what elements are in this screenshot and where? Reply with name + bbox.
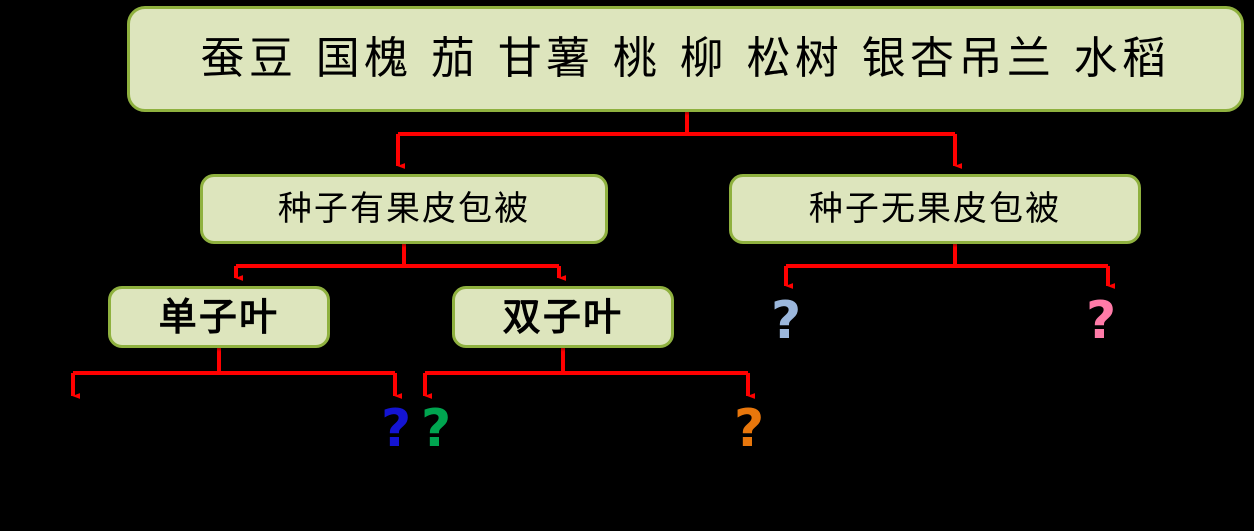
node-monocot[interactable]: 单子叶 xyxy=(108,286,330,348)
node-specimen-list[interactable]: 蚕豆 国槐 茄 甘薯 桃 柳 松树 银杏吊兰 水稻 xyxy=(127,6,1244,112)
node-dicot-label: 双子叶 xyxy=(502,294,624,339)
question-mark-placeholder-dicot-left[interactable]: ? xyxy=(421,399,452,459)
node-dicot[interactable]: 双子叶 xyxy=(452,286,674,348)
node-monocot-label: 单子叶 xyxy=(158,294,280,339)
node-seed-with-pericarp[interactable]: 种子有果皮包被 xyxy=(200,174,608,244)
node-specimen-list-label: 蚕豆 国槐 茄 甘薯 桃 柳 松树 银杏吊兰 水稻 xyxy=(200,33,1171,84)
question-mark-placeholder-monocot-right[interactable]: ? xyxy=(381,399,412,459)
node-seed-without-pericarp-label: 种子无果皮包被 xyxy=(808,189,1062,229)
node-seed-without-pericarp[interactable]: 种子无果皮包被 xyxy=(729,174,1141,244)
question-mark-placeholder-nopericarp-right[interactable]: ? xyxy=(1086,291,1117,351)
question-mark-placeholder-nopericarp-left[interactable]: ? xyxy=(771,291,802,351)
node-seed-with-pericarp-label: 种子有果皮包被 xyxy=(277,189,531,229)
question-mark-placeholder-dicot-right[interactable]: ? xyxy=(734,399,765,459)
